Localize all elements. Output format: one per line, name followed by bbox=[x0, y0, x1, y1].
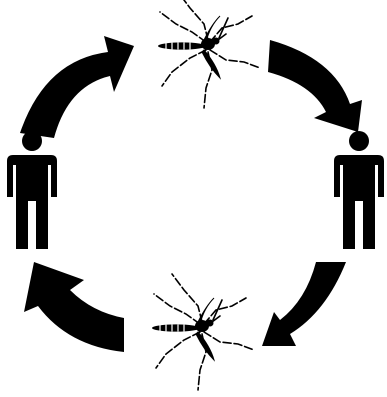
person-icon bbox=[7, 131, 57, 249]
curved-arrow-icon bbox=[24, 262, 124, 352]
person-icon bbox=[334, 131, 384, 249]
curved-arrow-icon bbox=[268, 40, 362, 132]
mosquito-icon bbox=[158, 0, 260, 108]
mosquito-icon bbox=[152, 274, 254, 390]
curved-arrow-icon bbox=[20, 36, 134, 138]
curved-arrow-icon bbox=[262, 262, 346, 346]
